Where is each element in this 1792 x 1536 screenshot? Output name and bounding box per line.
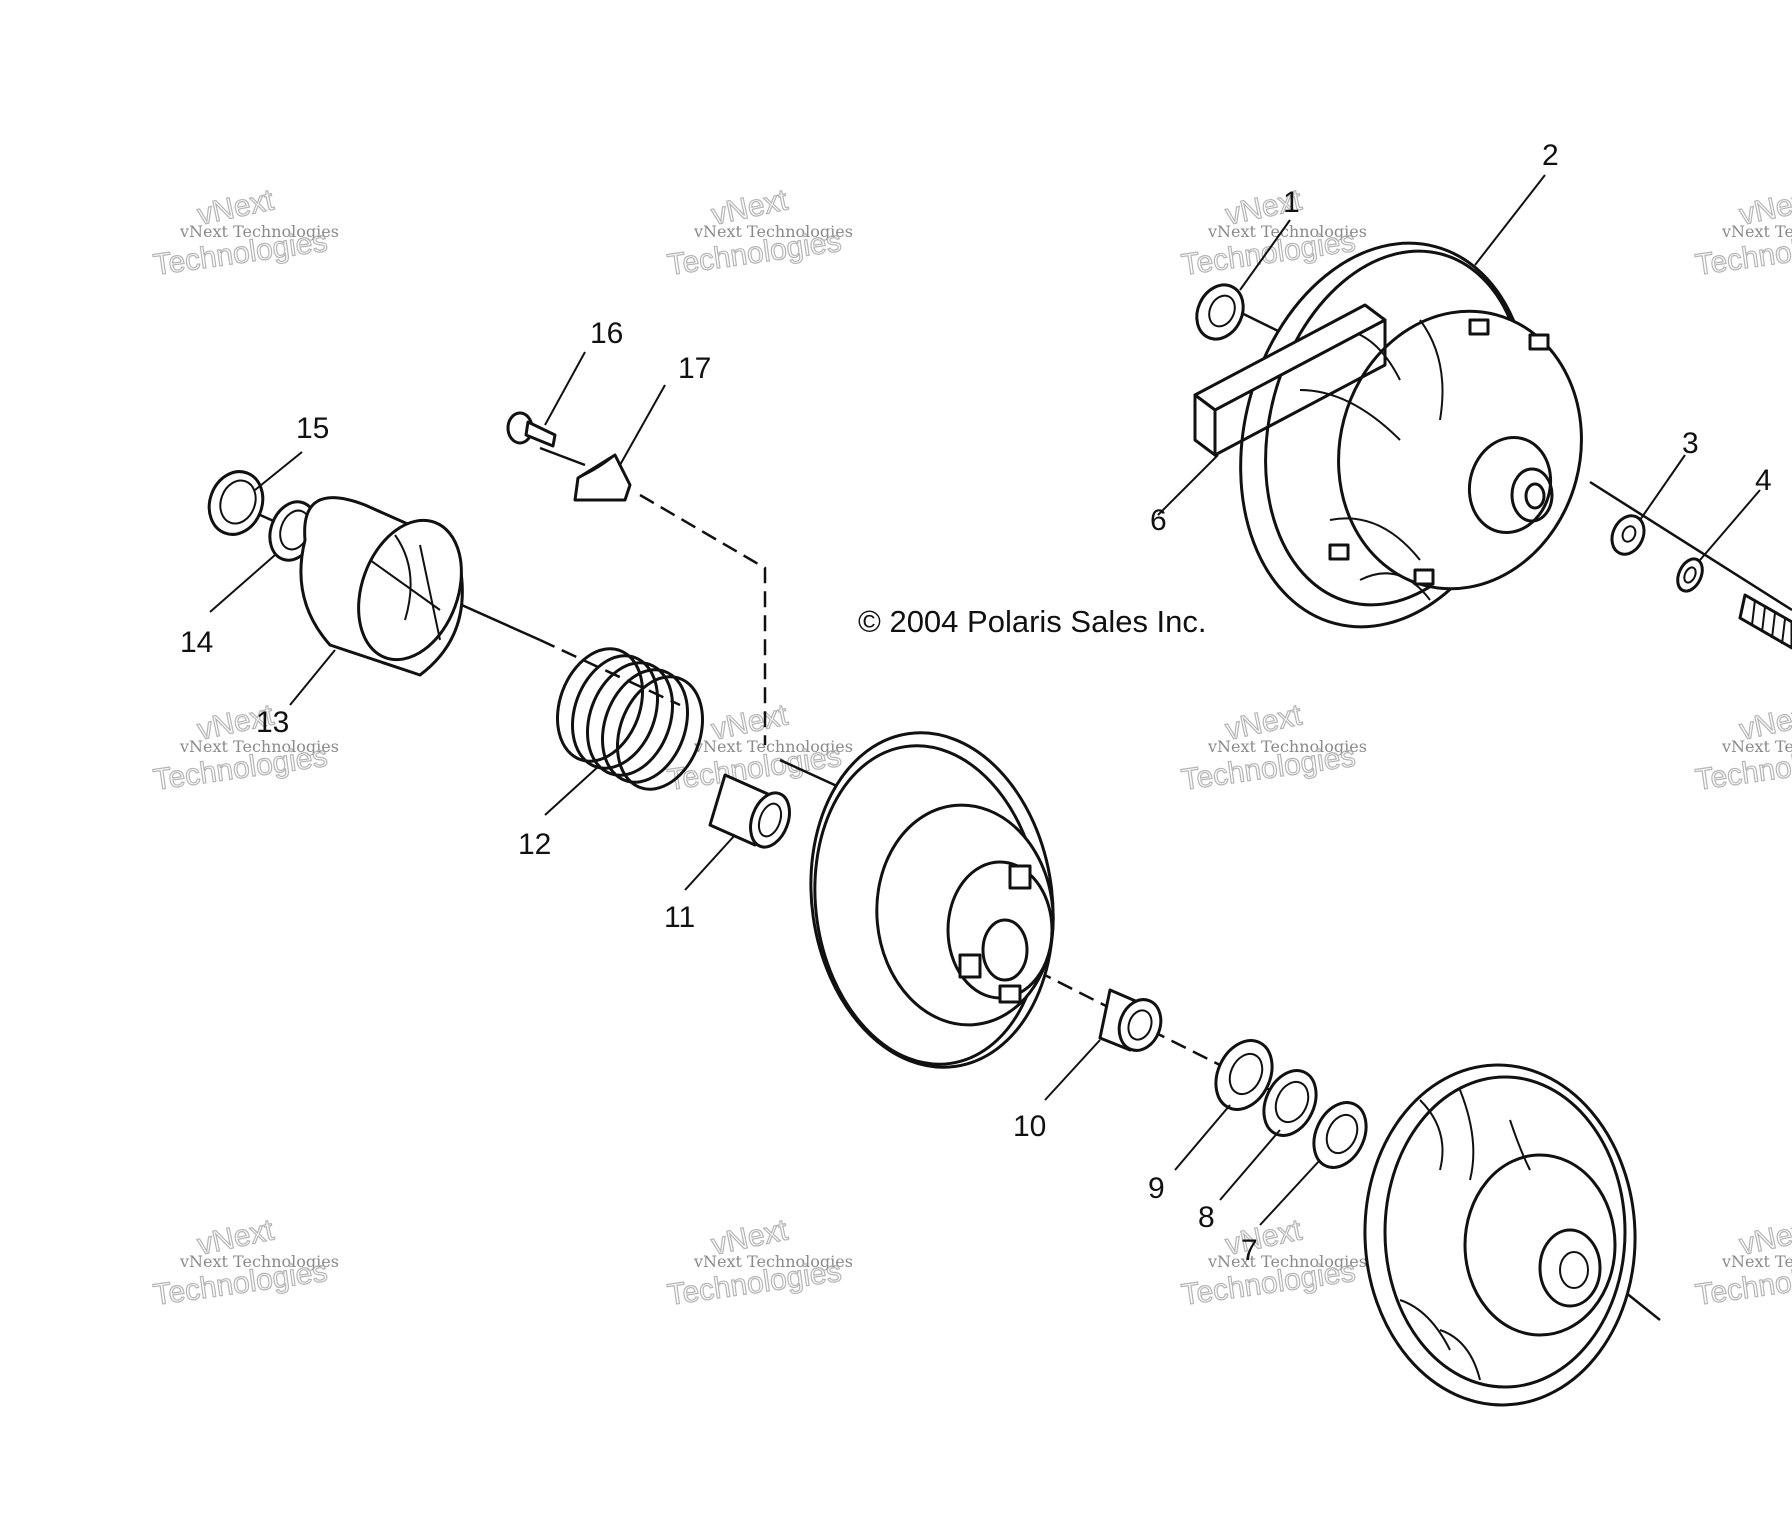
part-11-bushing xyxy=(708,773,791,849)
callout-10: 10 xyxy=(1013,1110,1046,1143)
part-13-helix-cam xyxy=(299,496,464,677)
callout-8: 8 xyxy=(1198,1201,1215,1234)
callout-9: 9 xyxy=(1148,1172,1165,1205)
part-10-spacer xyxy=(1098,988,1163,1052)
svg-text:vNext Technologies: vNext Technologies xyxy=(179,222,339,241)
callout-labels: 1 2 3 4 6 7 8 9 10 11 12 13 14 15 16 17 xyxy=(180,139,1772,1267)
part-8-washer xyxy=(1262,1069,1318,1137)
svg-text:vNext Technologies: vNext Technologies xyxy=(1721,222,1792,241)
moveable-sheave xyxy=(809,731,1055,1069)
watermark: vNext vNext Technologies Technologies xyxy=(151,1213,339,1313)
svg-text:vNext Technologies: vNext Technologies xyxy=(693,1252,853,1271)
svg-text:vNext Technologies: vNext Technologies xyxy=(1207,737,1367,756)
callout-16: 16 xyxy=(590,317,623,350)
part-3-washer xyxy=(1610,514,1646,556)
part-6-drive-belt xyxy=(1193,303,1387,457)
fixed-sheave xyxy=(1363,1063,1637,1407)
part-2-clutch-sheave xyxy=(1239,241,1583,629)
callout-15: 15 xyxy=(296,412,329,445)
watermark: vNext vNext Technologies Technologies xyxy=(665,183,853,283)
watermark: vNext vNext Technologies Technologies xyxy=(151,698,339,798)
svg-text:vNext Technologies: vNext Technologies xyxy=(1207,1252,1367,1271)
primary-bolt xyxy=(1738,593,1792,650)
watermark: vNext vNext Technologies Technologies xyxy=(1179,698,1367,798)
svg-text:vNext Technologies: vNext Technologies xyxy=(179,1252,339,1271)
callout-13: 13 xyxy=(256,706,289,739)
svg-text:vNext Technologies: vNext Technologies xyxy=(179,737,339,756)
svg-text:vNext Technologies: vNext Technologies xyxy=(693,737,853,756)
part-15-snap-ring xyxy=(207,470,265,536)
svg-text:vNext Technologies: vNext Technologies xyxy=(693,222,853,241)
part-12-spring xyxy=(555,647,705,791)
callout-12: 12 xyxy=(518,828,551,861)
part-16-bolt xyxy=(506,411,557,448)
callout-17: 17 xyxy=(678,352,711,385)
svg-text:vNext Technologies: vNext Technologies xyxy=(1207,222,1367,241)
copyright-notice: © 2004 Polaris Sales Inc. xyxy=(858,604,1207,639)
callout-7: 7 xyxy=(1241,1234,1258,1267)
leader-lines xyxy=(209,174,1761,1226)
callout-11: 11 xyxy=(664,901,695,934)
callout-4: 4 xyxy=(1755,464,1772,497)
watermark: vNext vNext Technologies Technologies xyxy=(1693,183,1792,283)
callout-6: 6 xyxy=(1150,504,1167,537)
callout-1: 1 xyxy=(1283,186,1300,219)
part-4-lock-washer xyxy=(1676,557,1704,593)
watermark: vNext vNext Technologies Technologies xyxy=(665,1213,853,1313)
part-1-washer xyxy=(1195,283,1245,341)
watermark: vNext vNext Technologies Technologies xyxy=(151,183,339,283)
part-7-washer xyxy=(1312,1101,1368,1169)
svg-text:vNext Technologies: vNext Technologies xyxy=(1721,737,1792,756)
watermark: vNext vNext Technologies Technologies xyxy=(1693,1213,1792,1313)
part-17-weight xyxy=(573,453,632,502)
callout-2: 2 xyxy=(1542,139,1559,172)
callout-3: 3 xyxy=(1682,427,1699,460)
callout-14: 14 xyxy=(180,626,213,659)
svg-text:vNext Technologies: vNext Technologies xyxy=(1721,1252,1792,1271)
watermark: vNext vNext Technologies Technologies xyxy=(665,698,853,798)
watermark: vNext vNext Technologies Technologies xyxy=(1693,698,1792,798)
